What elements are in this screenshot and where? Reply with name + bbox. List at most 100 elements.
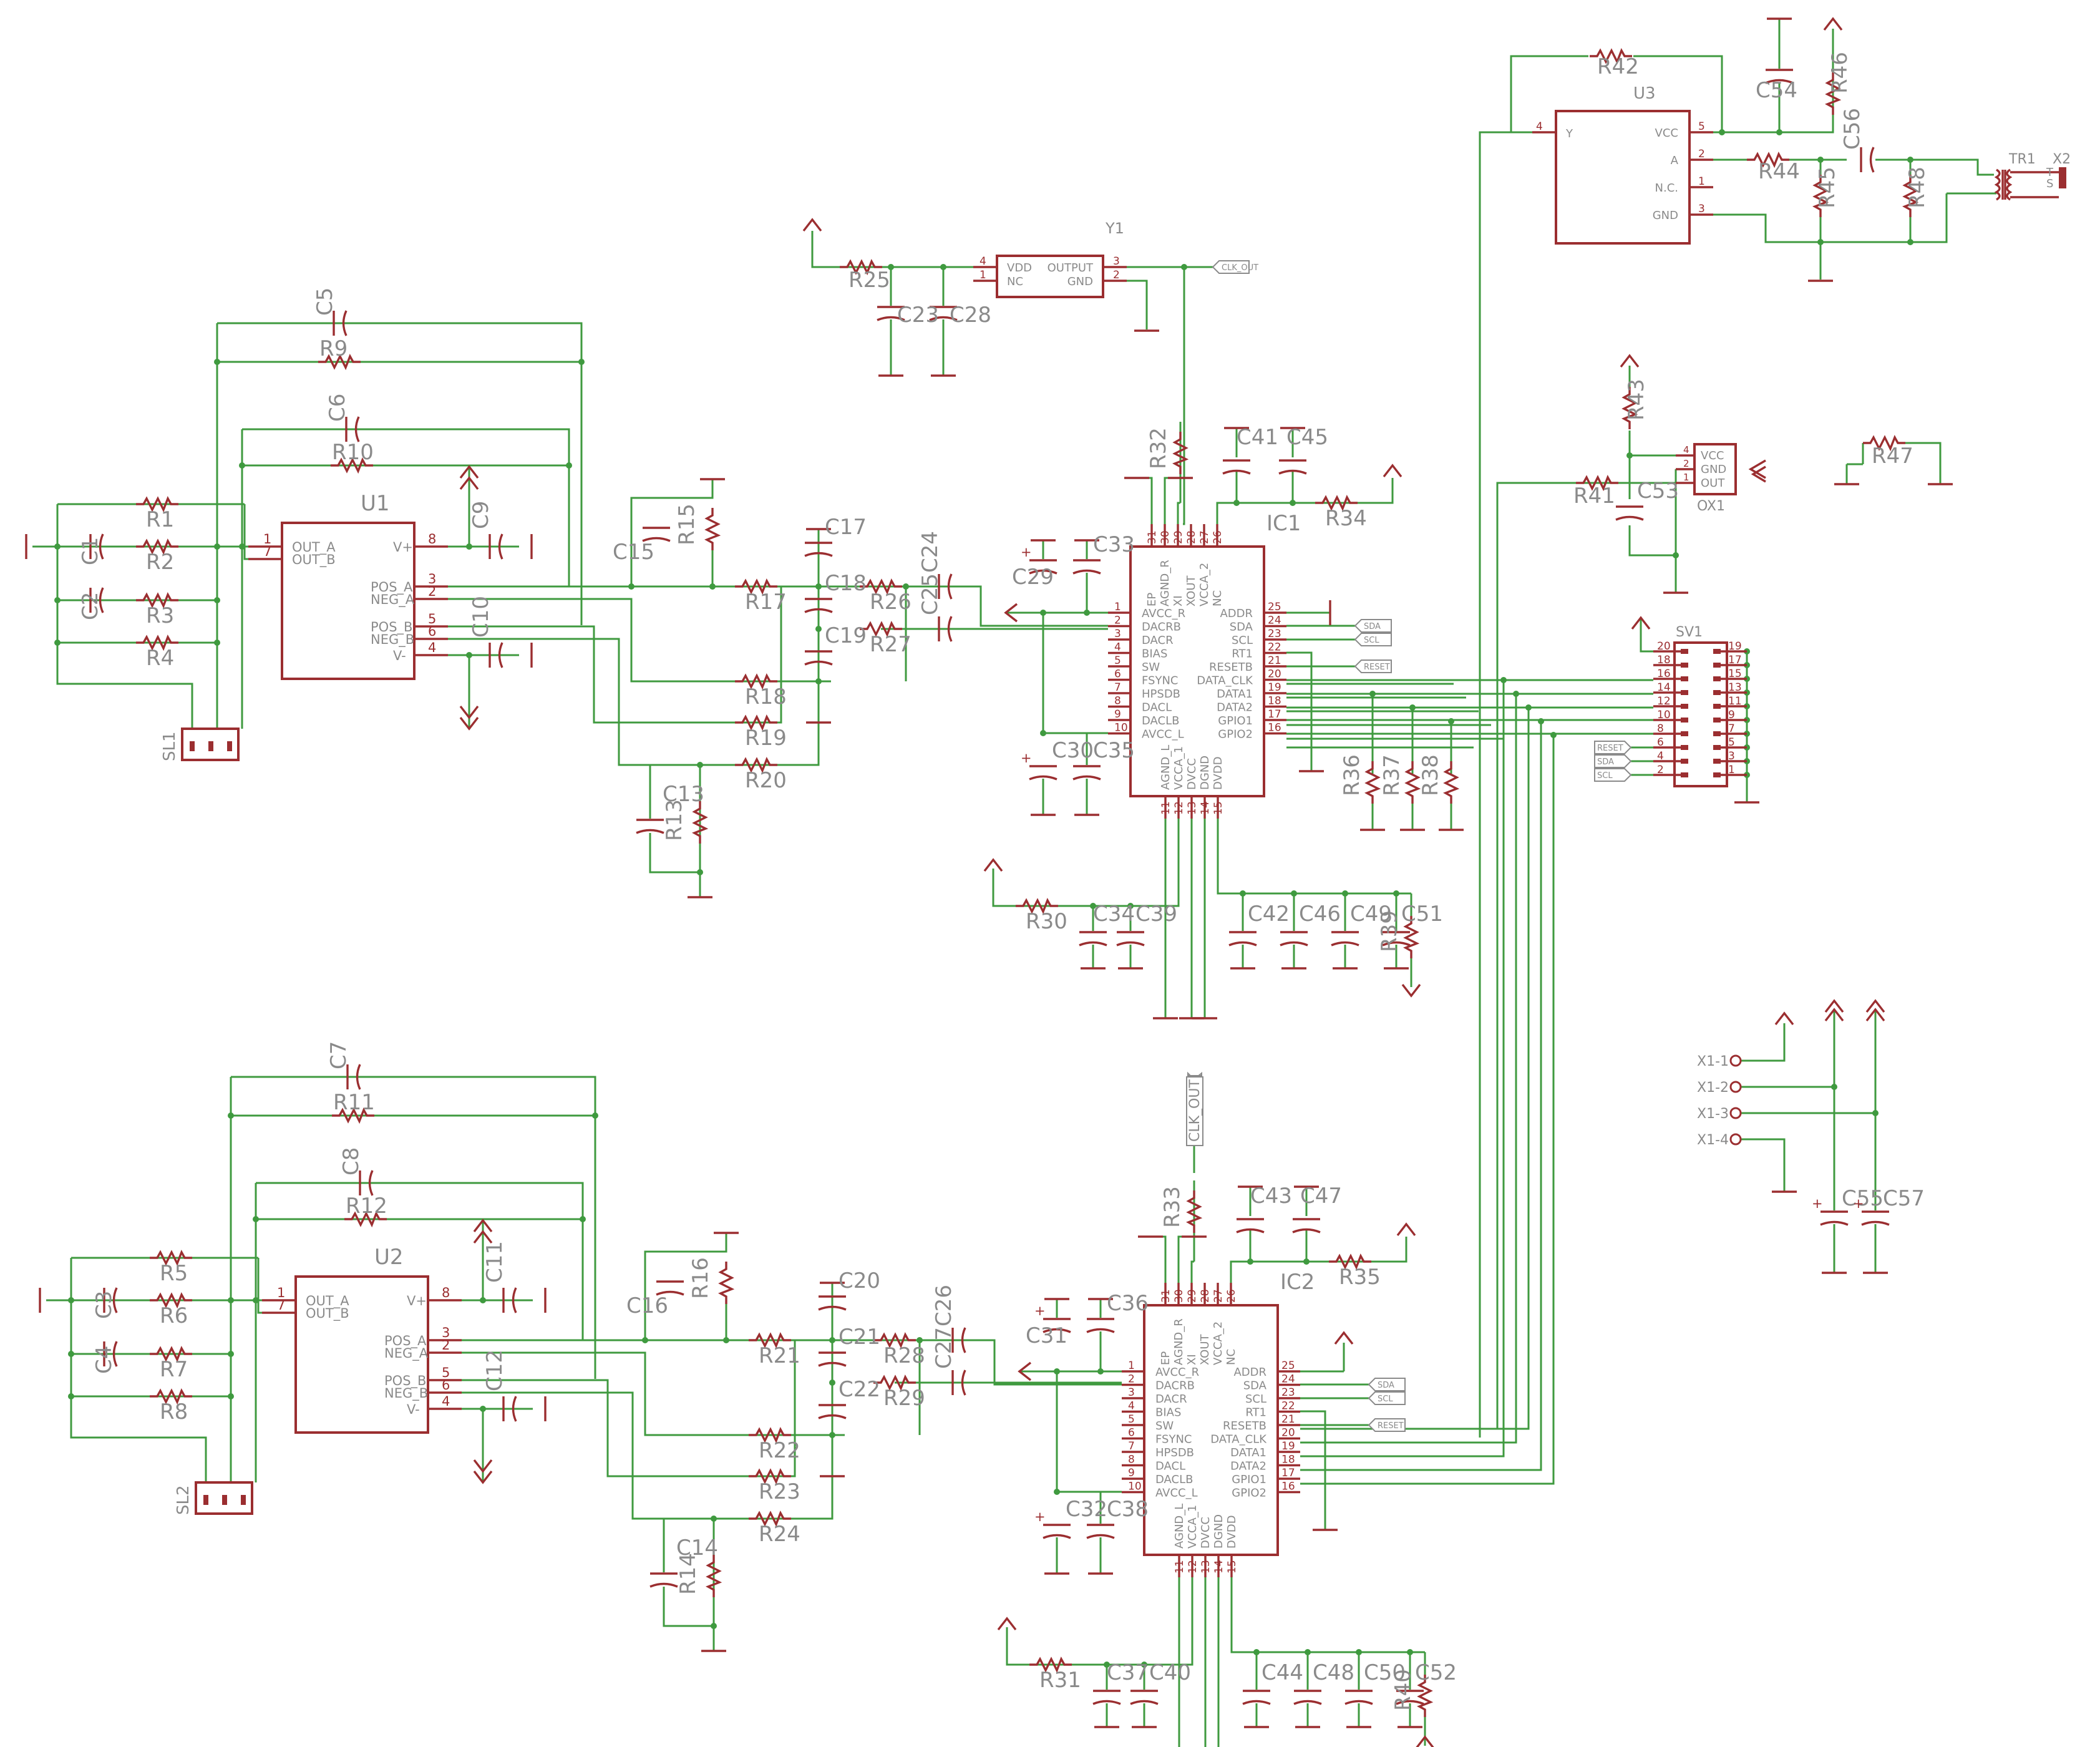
capacitor-label: C57: [1883, 1186, 1925, 1211]
pin-label: DACL: [1142, 701, 1172, 714]
x1-pin-1[interactable]: [1729, 1054, 1742, 1067]
pin-label: RESETB: [1223, 1419, 1266, 1433]
junction-dot: [1550, 732, 1557, 738]
wire: [1741, 1138, 1786, 1192]
capacitor-c20: [818, 1295, 847, 1311]
pin-label: DACRB: [1155, 1380, 1195, 1393]
pin-number: 7: [263, 544, 271, 559]
pin-number: 4: [1683, 444, 1689, 455]
pin-label: DVCC: [1185, 758, 1198, 790]
pin-number: 1: [277, 1285, 285, 1300]
pin-number: 24: [1281, 1373, 1295, 1386]
junction-dot: [1626, 452, 1633, 459]
pin-label: DATA_CLK: [1197, 674, 1253, 688]
pin-label: AVCC_R: [1155, 1366, 1199, 1379]
resistor-r33: [1186, 1190, 1203, 1233]
pin-label: SCL: [1232, 634, 1253, 647]
junction-dot: [711, 1516, 717, 1522]
junction-dot: [888, 264, 894, 270]
capacitor-label: C49: [1350, 902, 1392, 927]
resistor-label: R45: [1815, 167, 1840, 208]
capacitor-c43: [1236, 1218, 1265, 1234]
x1-pin-3[interactable]: [1729, 1107, 1742, 1119]
capacitor-c46: [1280, 931, 1308, 946]
pin-number: 4: [1128, 1400, 1135, 1413]
pin-number: 23: [1268, 628, 1281, 640]
junction-dot: [1240, 890, 1246, 897]
resistor-label: R38: [1418, 754, 1443, 796]
net-tag-text: SCL: [1378, 1394, 1393, 1404]
resistor-r21: [749, 1332, 791, 1349]
resistor-r29: [873, 1375, 916, 1391]
resistor-r24: [749, 1511, 791, 1527]
wire: [462, 1351, 845, 1436]
dac-body: [1143, 1304, 1279, 1556]
junction-dot: [214, 543, 220, 550]
resistor-label: R33: [1160, 1186, 1185, 1228]
capacitor-c6: [345, 416, 360, 442]
pin-number: 2: [1657, 764, 1664, 776]
pin-number: 22: [1268, 641, 1281, 654]
pin-label: DACL: [1155, 1460, 1185, 1473]
capacitor-c18: [804, 598, 833, 613]
capacitor-c55: [1820, 1210, 1849, 1226]
polarity-mark: +: [1021, 751, 1032, 766]
pin-number: 8: [1114, 695, 1121, 708]
junction-dot: [68, 1393, 74, 1399]
pin-label: DGND: [1212, 1514, 1225, 1549]
pin-number: 24: [1268, 615, 1281, 627]
supply-arrow: [473, 1230, 493, 1244]
junction-dot: [1104, 1662, 1110, 1668]
wire: [1300, 735, 1555, 1485]
pin-label: NEG_B: [371, 632, 414, 648]
resistor-label: R41: [1573, 484, 1615, 509]
pin-number: 3: [1698, 203, 1705, 215]
wire: [1216, 502, 1380, 524]
pin-label: SCL: [1245, 1393, 1266, 1406]
resistor-r45: [1812, 175, 1829, 217]
pin-label: GPIO1: [1218, 714, 1253, 728]
capacitor-label: C18: [825, 571, 867, 596]
resistor-label: R48: [1905, 167, 1930, 208]
resistor-label: R40: [1391, 1669, 1416, 1711]
pin-number: 6: [1128, 1427, 1135, 1439]
pin-number: 2: [1113, 269, 1120, 281]
capacitor-c36: [1086, 1318, 1115, 1333]
capacitor-label: C48: [1313, 1660, 1354, 1685]
resistor-label: R4: [146, 646, 174, 671]
junction-dot: [1369, 691, 1376, 697]
pin-label: NEG_B: [384, 1386, 428, 1401]
resistor-r44: [1747, 152, 1789, 168]
junction-dot: [1233, 500, 1240, 506]
resistor-label: R47: [1872, 444, 1913, 469]
resistor-r18: [735, 673, 777, 690]
wire: [992, 819, 1180, 907]
pin-label: VDD: [1007, 261, 1032, 275]
junction-dot: [1407, 1649, 1413, 1655]
pin-label: DVDD: [1225, 1515, 1238, 1549]
capacitor-label: C3: [92, 1291, 117, 1319]
pin-label: VCCA_1: [1172, 746, 1185, 790]
pin-number: 12: [1187, 1560, 1199, 1574]
x1-pin-4[interactable]: [1729, 1133, 1742, 1146]
junction-dot: [723, 1337, 729, 1343]
resistor-r31: [1029, 1657, 1072, 1673]
capacitor-c5: [333, 310, 348, 336]
junction-dot: [68, 1351, 74, 1357]
pin-label: DGND: [1198, 756, 1212, 790]
pin-label: SDA: [1230, 621, 1253, 634]
capacitor-label: C23: [897, 303, 939, 328]
pin-number: 26: [1225, 1289, 1238, 1303]
capacitor-c25: [938, 616, 953, 642]
capacitor-c56: [1860, 147, 1875, 173]
resistor-r15: [704, 508, 721, 550]
pin-label: OUT: [1701, 477, 1725, 490]
x1-pin-2[interactable]: [1729, 1081, 1742, 1093]
junction-dot: [709, 583, 716, 590]
pin-label: RT1: [1245, 1406, 1266, 1419]
supply-arrow: [1401, 983, 1421, 998]
pin-number: 4: [1114, 641, 1121, 654]
capacitor-c38: [1086, 1524, 1115, 1539]
junction-dot: [68, 1297, 74, 1303]
wire: [56, 504, 193, 729]
